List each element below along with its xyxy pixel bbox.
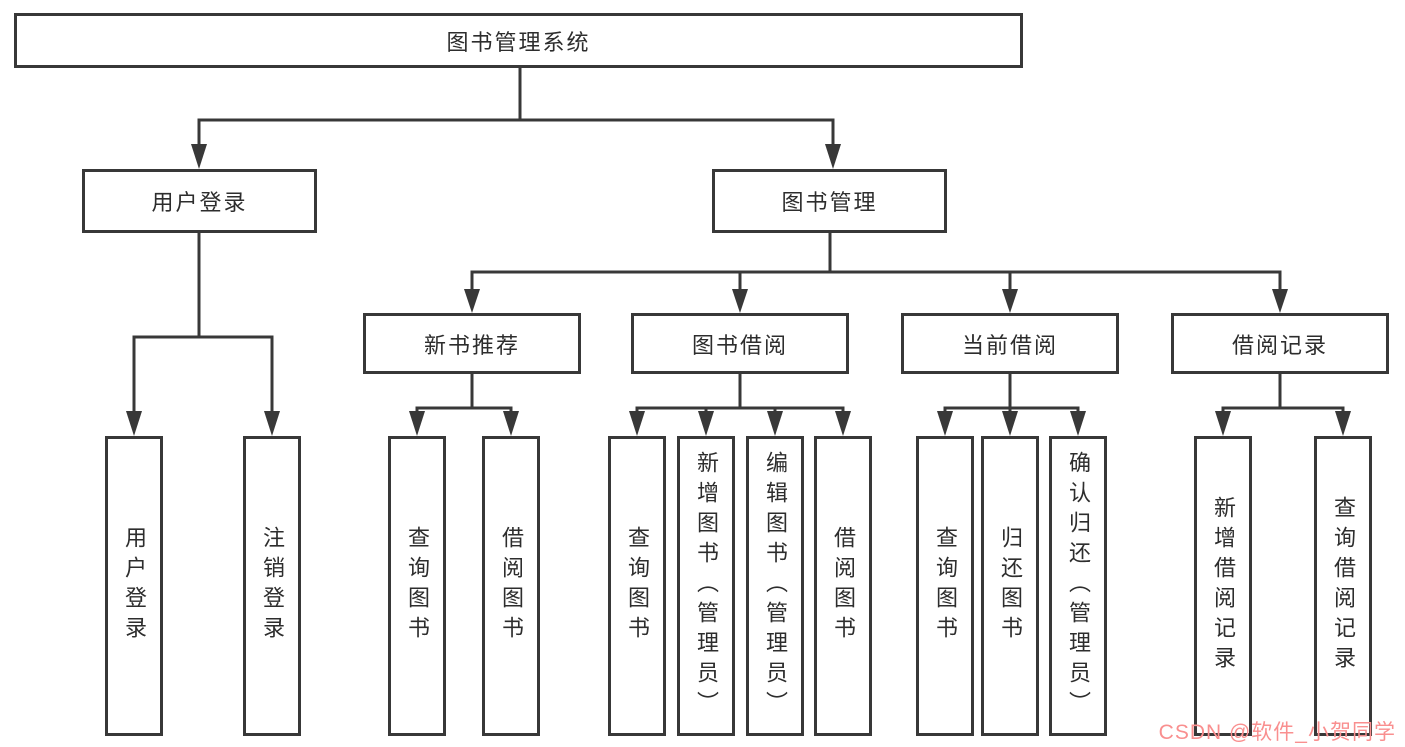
node-label: 图书管理系统: [446, 29, 591, 55]
leaf-query-borrow-record: 查询借阅记录: [1314, 436, 1372, 736]
node-label: 图书借阅: [691, 332, 788, 358]
leaf-return-books: 归还图书: [981, 436, 1039, 736]
leaf-add-books-admin: 新增图书（管理员）: [677, 436, 735, 736]
node-user-login: 用户登录: [82, 169, 317, 233]
node-borrow-record: 借阅记录: [1171, 313, 1389, 374]
node-label: 用户登录: [151, 190, 248, 215]
csdn-watermark: CSDN @软件_小贺同学: [1158, 721, 1396, 744]
leaf-query-books-borrow: 查询图书: [608, 436, 666, 736]
leaf-borrow-books: 借阅图书: [814, 436, 872, 736]
node-label: 借阅图书: [499, 526, 524, 646]
node-label: 新增图书（管理员）: [694, 451, 719, 721]
node-label: 查询图书: [625, 526, 650, 646]
node-label: 借阅记录: [1231, 332, 1328, 358]
leaf-confirm-return-admin: 确认归还（管理员）: [1049, 436, 1107, 736]
node-label: 归还图书: [998, 526, 1023, 646]
node-label: 新增借阅记录: [1211, 496, 1236, 676]
node-new-book-recommend: 新书推荐: [363, 313, 581, 374]
node-label: 查询图书: [405, 526, 430, 646]
node-book-management: 图书管理: [712, 169, 947, 233]
node-current-borrow: 当前借阅: [901, 313, 1119, 374]
leaf-borrow-books-recommend: 借阅图书: [482, 436, 540, 736]
leaf-query-books-recommend: 查询图书: [388, 436, 446, 736]
leaf-user-login: 用户登录: [105, 436, 163, 736]
node-label: 新书推荐: [423, 332, 520, 358]
node-label: 查询图书: [933, 526, 958, 646]
node-label: 图书管理: [781, 190, 878, 215]
leaf-edit-books-admin: 编辑图书（管理员）: [746, 436, 804, 736]
node-book-borrow: 图书借阅: [631, 313, 849, 374]
node-label: 编辑图书（管理员）: [763, 451, 788, 721]
node-root: 图书管理系统: [14, 13, 1023, 68]
node-label: 用户登录: [122, 526, 147, 646]
node-label: 借阅图书: [831, 526, 856, 646]
node-label: 确认归还（管理员）: [1066, 451, 1091, 721]
leaf-add-borrow-record: 新增借阅记录: [1194, 436, 1252, 736]
arrowheads: [126, 144, 1351, 436]
leaf-query-books-current: 查询图书: [916, 436, 974, 736]
leaf-logout: 注销登录: [243, 436, 301, 736]
node-label: 注销登录: [260, 526, 285, 646]
node-label: 当前借阅: [961, 332, 1058, 358]
node-label: 查询借阅记录: [1331, 496, 1356, 676]
